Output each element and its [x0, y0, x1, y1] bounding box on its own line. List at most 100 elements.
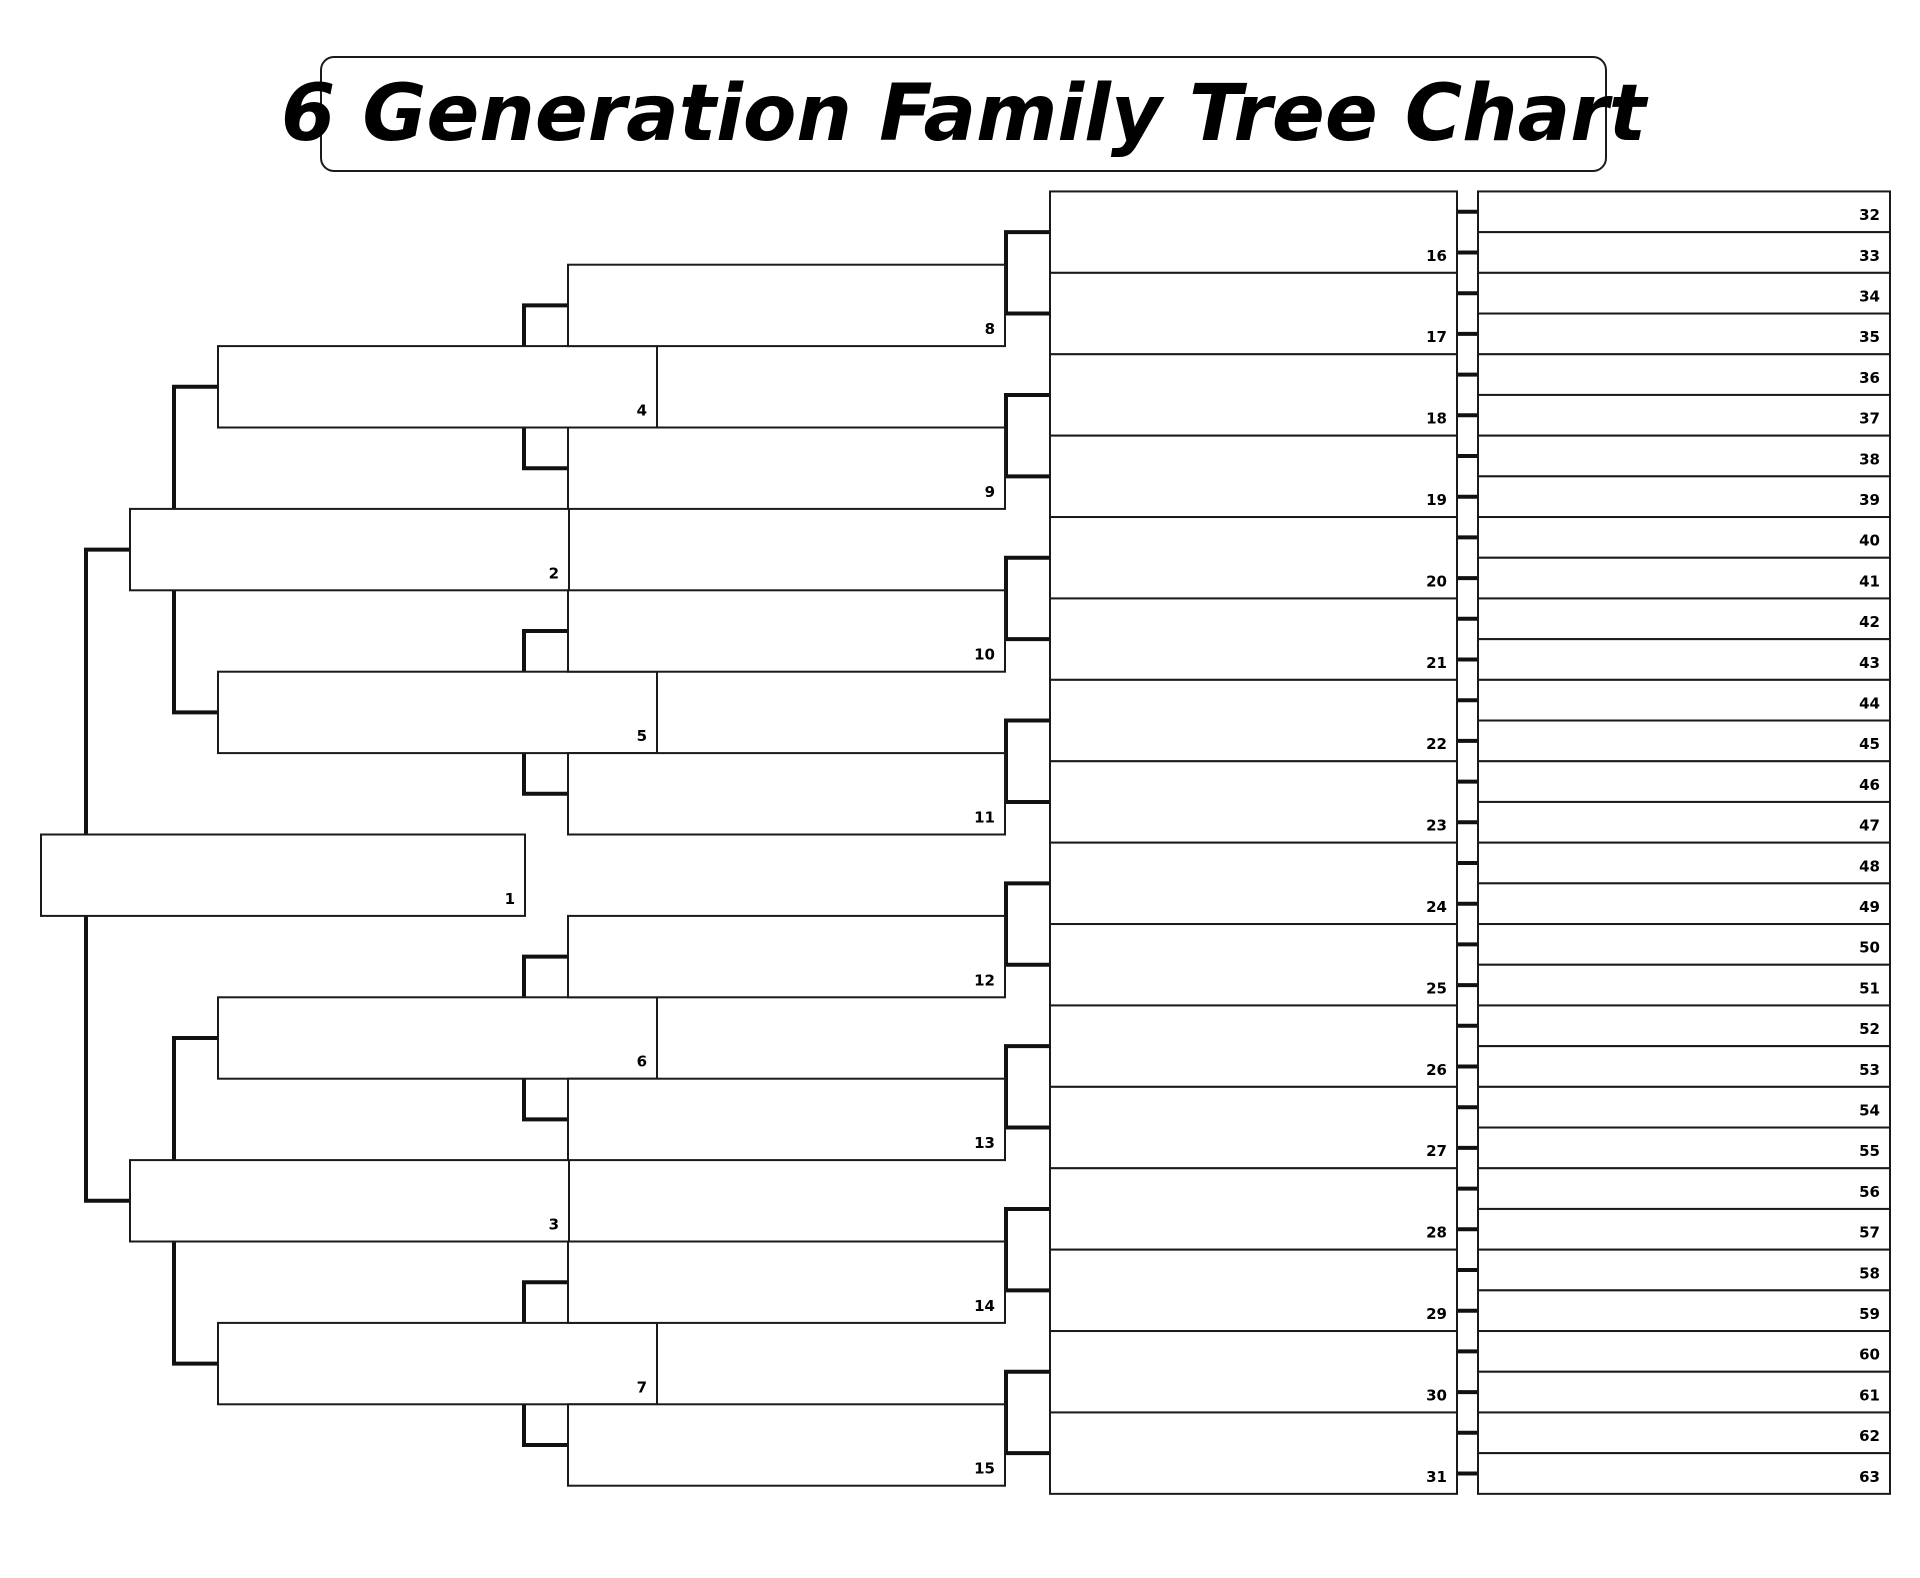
person-box-frame[interactable] — [1477, 231, 1891, 274]
person-box-frame[interactable] — [1049, 516, 1458, 600]
person-box-53[interactable]: 53 — [1477, 1045, 1891, 1088]
person-box-17[interactable]: 17 — [1049, 271, 1458, 356]
person-box-10[interactable]: 10 — [567, 589, 1006, 673]
person-box-frame[interactable] — [1477, 271, 1891, 315]
person-box-frame[interactable] — [1477, 312, 1891, 356]
person-box-frame[interactable] — [1477, 1289, 1891, 1333]
person-box-16[interactable]: 16 — [1049, 190, 1458, 274]
person-box-frame[interactable] — [1477, 1452, 1891, 1495]
person-box-62[interactable]: 62 — [1477, 1411, 1891, 1455]
person-box-frame[interactable] — [1477, 760, 1891, 803]
person-box-24[interactable]: 24 — [1049, 841, 1458, 926]
person-box-6[interactable]: 6 — [217, 996, 658, 1080]
person-box-frame[interactable] — [1477, 719, 1891, 763]
person-box-frame[interactable] — [1049, 923, 1458, 1007]
person-box-frame[interactable] — [567, 914, 1006, 999]
person-box-23[interactable]: 23 — [1049, 760, 1458, 844]
person-box-frame[interactable] — [1477, 1370, 1891, 1414]
person-box-22[interactable]: 22 — [1049, 678, 1458, 763]
person-box-frame[interactable] — [567, 589, 1006, 673]
person-box-frame[interactable] — [1049, 190, 1458, 274]
person-box-25[interactable]: 25 — [1049, 923, 1458, 1007]
person-box-frame[interactable] — [567, 1403, 1006, 1487]
person-box-frame[interactable] — [567, 1240, 1006, 1324]
person-box-frame[interactable] — [1477, 1330, 1891, 1373]
person-box-57[interactable]: 57 — [1477, 1207, 1891, 1251]
person-box-frame[interactable] — [217, 670, 658, 755]
person-box-frame[interactable] — [1477, 1045, 1891, 1088]
person-box-frame[interactable] — [40, 833, 526, 917]
person-box-frame[interactable] — [567, 263, 1006, 348]
person-box-5[interactable]: 5 — [217, 670, 658, 755]
person-box-27[interactable]: 27 — [1049, 1085, 1458, 1170]
person-box-frame[interactable] — [1477, 800, 1891, 844]
person-box-frame[interactable] — [1477, 1004, 1891, 1048]
person-box-frame[interactable] — [1049, 1411, 1458, 1495]
person-box-33[interactable]: 33 — [1477, 231, 1891, 274]
person-box-frame[interactable] — [1049, 1004, 1458, 1088]
person-box-14[interactable]: 14 — [567, 1240, 1006, 1324]
person-box-frame[interactable] — [217, 1321, 658, 1406]
person-box-39[interactable]: 39 — [1477, 475, 1891, 519]
person-box-34[interactable]: 34 — [1477, 271, 1891, 315]
person-box-42[interactable]: 42 — [1477, 597, 1891, 641]
person-box-frame[interactable] — [1477, 1167, 1891, 1210]
person-box-frame[interactable] — [1477, 516, 1891, 559]
person-box-frame[interactable] — [1049, 597, 1458, 681]
person-box-26[interactable]: 26 — [1049, 1004, 1458, 1088]
person-box-frame[interactable] — [1477, 597, 1891, 641]
person-box-18[interactable]: 18 — [1049, 353, 1458, 437]
person-box-55[interactable]: 55 — [1477, 1126, 1891, 1170]
person-box-61[interactable]: 61 — [1477, 1370, 1891, 1414]
person-box-59[interactable]: 59 — [1477, 1289, 1891, 1333]
person-box-32[interactable]: 32 — [1477, 190, 1891, 234]
person-box-21[interactable]: 21 — [1049, 597, 1458, 681]
person-box-frame[interactable] — [1477, 1207, 1891, 1251]
person-box-frame[interactable] — [1477, 963, 1891, 1007]
person-box-frame[interactable] — [567, 426, 1006, 510]
person-box-50[interactable]: 50 — [1477, 923, 1891, 966]
person-box-frame[interactable] — [1477, 475, 1891, 519]
person-box-31[interactable]: 31 — [1049, 1411, 1458, 1495]
person-box-37[interactable]: 37 — [1477, 393, 1891, 437]
person-box-frame[interactable] — [1477, 841, 1891, 885]
person-box-frame[interactable] — [1049, 1248, 1458, 1333]
person-box-7[interactable]: 7 — [217, 1321, 658, 1406]
person-box-29[interactable]: 29 — [1049, 1248, 1458, 1333]
person-box-frame[interactable] — [1477, 923, 1891, 966]
person-box-frame[interactable] — [217, 996, 658, 1080]
person-box-frame[interactable] — [1477, 1411, 1891, 1455]
person-box-28[interactable]: 28 — [1049, 1167, 1458, 1251]
person-box-frame[interactable] — [1049, 760, 1458, 844]
person-box-frame[interactable] — [1049, 1330, 1458, 1414]
person-box-63[interactable]: 63 — [1477, 1452, 1891, 1495]
person-box-4[interactable]: 4 — [217, 345, 658, 429]
person-box-35[interactable]: 35 — [1477, 312, 1891, 356]
person-box-frame[interactable] — [1477, 1126, 1891, 1170]
person-box-30[interactable]: 30 — [1049, 1330, 1458, 1414]
person-box-48[interactable]: 48 — [1477, 841, 1891, 885]
person-box-frame[interactable] — [217, 345, 658, 429]
person-box-frame[interactable] — [1049, 271, 1458, 356]
person-box-frame[interactable] — [1477, 882, 1891, 926]
person-box-38[interactable]: 38 — [1477, 434, 1891, 478]
person-box-frame[interactable] — [129, 1159, 570, 1243]
person-box-frame[interactable] — [1477, 678, 1891, 722]
person-box-frame[interactable] — [567, 752, 1006, 836]
person-box-54[interactable]: 54 — [1477, 1085, 1891, 1129]
person-box-frame[interactable] — [1477, 556, 1891, 600]
person-box-frame[interactable] — [1049, 678, 1458, 763]
person-box-frame[interactable] — [1049, 434, 1458, 519]
person-box-58[interactable]: 58 — [1477, 1248, 1891, 1292]
person-box-2[interactable]: 2 — [129, 507, 570, 592]
person-box-frame[interactable] — [129, 507, 570, 592]
person-box-frame[interactable] — [1477, 1248, 1891, 1292]
person-box-46[interactable]: 46 — [1477, 760, 1891, 803]
person-box-frame[interactable] — [1477, 638, 1891, 681]
person-box-36[interactable]: 36 — [1477, 353, 1891, 396]
person-box-3[interactable]: 3 — [129, 1159, 570, 1243]
person-box-12[interactable]: 12 — [567, 914, 1006, 999]
person-box-19[interactable]: 19 — [1049, 434, 1458, 519]
person-box-frame[interactable] — [567, 1077, 1006, 1162]
person-box-56[interactable]: 56 — [1477, 1167, 1891, 1210]
